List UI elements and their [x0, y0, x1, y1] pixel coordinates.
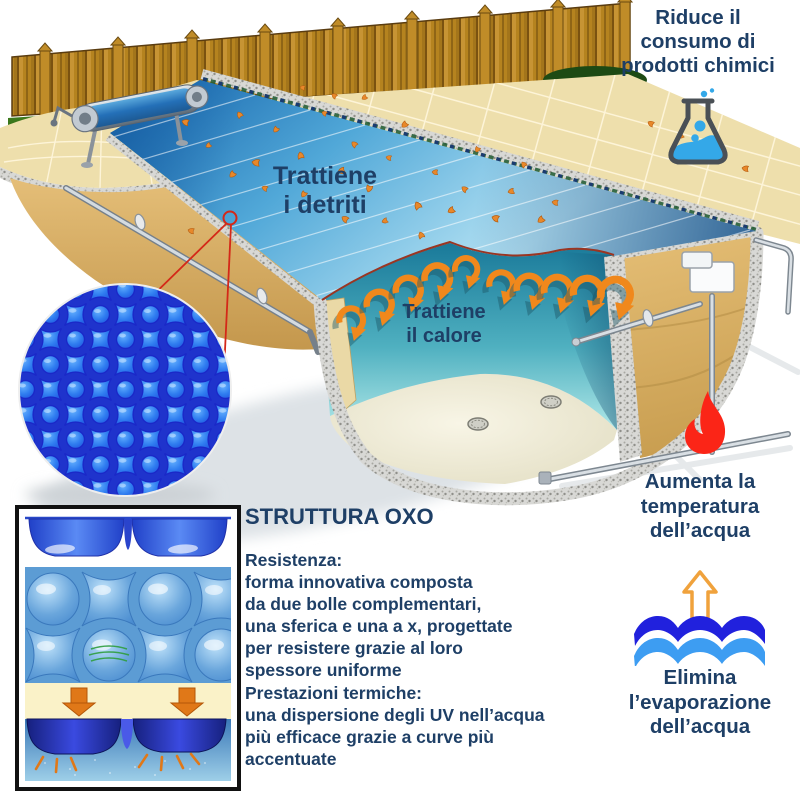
pressure-arrows [25, 683, 231, 719]
concrete-shell [313, 226, 764, 506]
resistance-body: forma innovativa composta da due bolle c… [245, 572, 513, 680]
thermal-heading: Prestazioni termiche: [245, 683, 422, 703]
floor-drain [467, 417, 489, 431]
oxo-structure-title: STRUTTURA OXO [245, 504, 434, 529]
wooden-fence [11, 0, 634, 119]
bubble-profile-view [25, 516, 231, 557]
oxo-panel [15, 505, 241, 791]
uv-rays [34, 752, 201, 774]
bubble-texture-3d [25, 567, 231, 683]
label-retains-debris: Trattiene i detriti [272, 162, 378, 219]
waves-icon [634, 570, 765, 666]
flask-icon [668, 88, 728, 165]
thermal-body: una dispersione degli UV nell’acqua più … [245, 705, 545, 769]
label-retains-heat: Trattiene il calore [402, 301, 486, 347]
uv-dispersion-view [25, 718, 231, 781]
benefit-temperature-label: Aumenta la temperatura dell’acqua [640, 470, 760, 543]
flame-icon [685, 391, 726, 454]
benefit-chemicals-label: Riduce il consumo di prodotti chimici [621, 6, 775, 77]
benefit-evaporation-label: Elimina l’evaporazione dell’acqua [628, 666, 772, 739]
resistance-heading: Resistenza: [245, 550, 343, 570]
floor-drain-2 [540, 395, 562, 409]
cover-roller [50, 84, 209, 168]
arrow-up-icon [682, 570, 718, 624]
bubble-texture-inset [18, 283, 232, 497]
